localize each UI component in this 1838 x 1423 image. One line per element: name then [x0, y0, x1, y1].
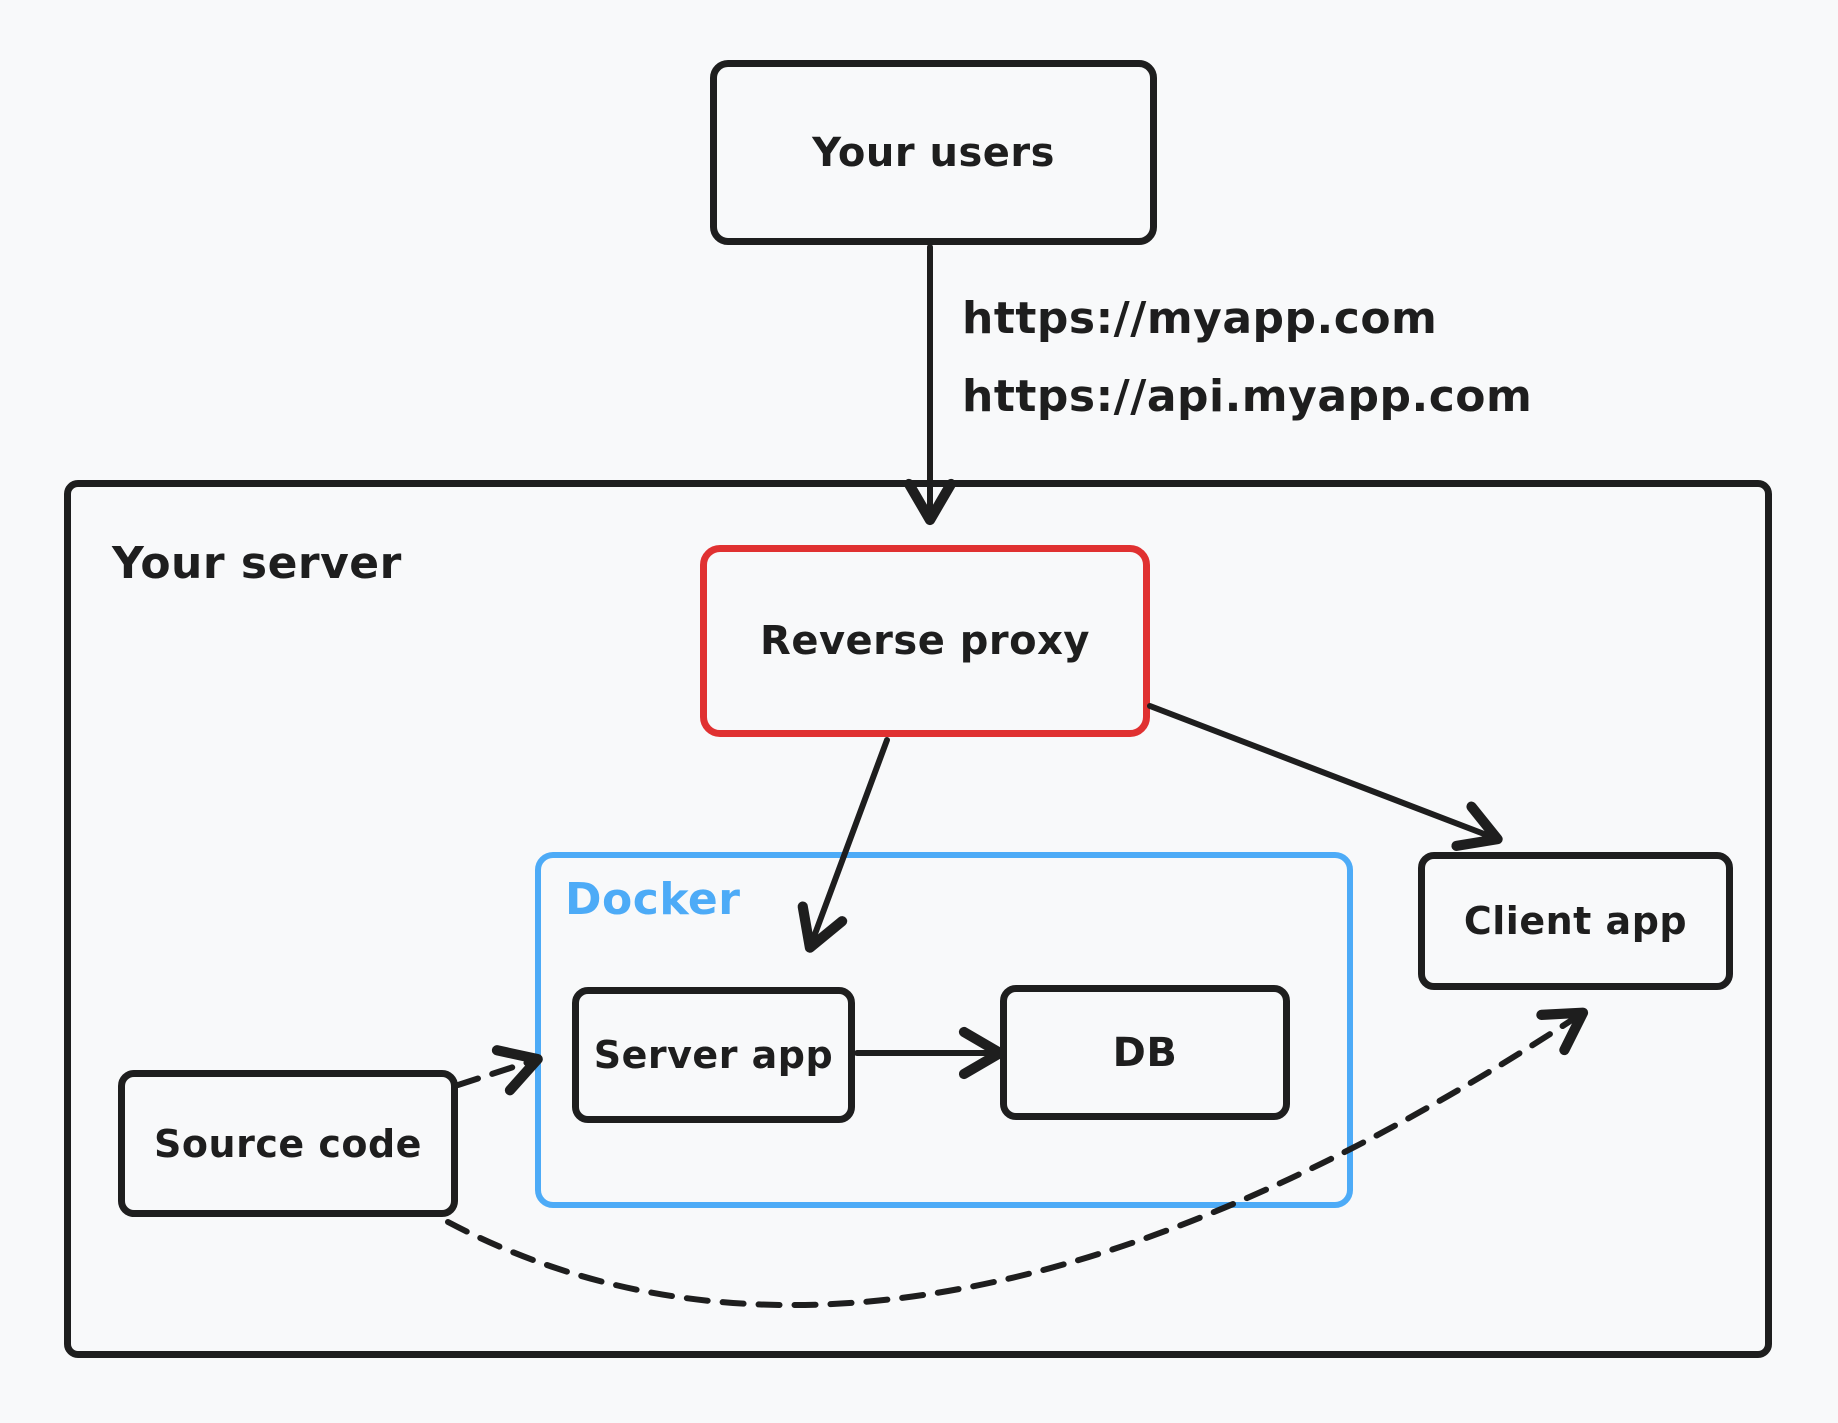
node-server-app-label: Server app [593, 1033, 834, 1077]
node-server-app: Server app [572, 987, 855, 1123]
node-client-app-label: Client app [1463, 899, 1688, 943]
node-client-app: Client app [1418, 852, 1733, 990]
node-source-code: Source code [118, 1070, 458, 1217]
node-reverse-proxy-label: Reverse proxy [760, 618, 1090, 664]
node-your-users: Your users [710, 60, 1157, 245]
edge-label-url-api-myapp: https://api.myapp.com [962, 371, 1533, 422]
group-your-server-label: Your server [112, 538, 402, 589]
node-reverse-proxy: Reverse proxy [700, 545, 1150, 737]
edge-label-url-myapp: https://myapp.com [962, 293, 1438, 344]
group-docker-label: Docker [565, 874, 741, 925]
node-db: DB [1000, 985, 1290, 1120]
node-source-code-label: Source code [154, 1121, 422, 1166]
node-db-label: DB [1112, 1029, 1178, 1076]
node-your-users-label: Your users [812, 129, 1055, 176]
